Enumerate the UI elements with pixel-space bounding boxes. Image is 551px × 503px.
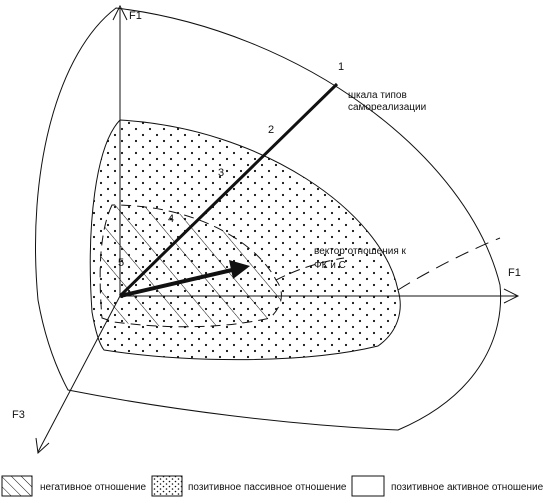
f3-arrowhead [35, 437, 50, 455]
legend-swatch-positive-passive [151, 475, 183, 497]
f1-horizontal-label: F1 [508, 267, 521, 279]
legend-swatch-negative [1, 475, 33, 497]
attitude-vector [119, 268, 233, 298]
f3-label: F3 [12, 409, 25, 421]
f3-axis [37, 295, 121, 453]
vector-caption-line1: вектор отношения к [314, 246, 407, 257]
legend-label-positive-active: позитивное активное отношение [391, 482, 544, 493]
inner-region-dashed-edge [275, 257, 345, 281]
legend: негативное отношение позитивное пассивно… [1, 475, 544, 497]
scale-number-1: 1 [338, 61, 344, 73]
legend-label-negative: негативное отношение [40, 482, 146, 493]
legend-swatch-positive-active [351, 475, 385, 497]
scale-caption-line2: самореализации [348, 102, 426, 113]
scale-caption-line1: шкала типов [348, 90, 407, 101]
attitude-vector-arrowhead [229, 260, 250, 279]
scale-number-2: 2 [268, 124, 274, 136]
f1-vertical-arrowhead [112, 4, 128, 21]
scale-number-4: 4 [168, 213, 174, 225]
legend-label-positive-passive: позитивное пассивное отношение [188, 482, 347, 493]
self-realization-scale-line [118, 82, 339, 298]
vector-caption-line2: ФК и С [314, 260, 346, 271]
scale-number-5: 5 [118, 257, 124, 269]
f1-vertical-label: F1 [129, 10, 142, 22]
scale-number-3: 3 [218, 167, 224, 179]
middle-region-dashed-edge [397, 237, 501, 291]
f1-horizontal-arrowhead [503, 288, 520, 304]
